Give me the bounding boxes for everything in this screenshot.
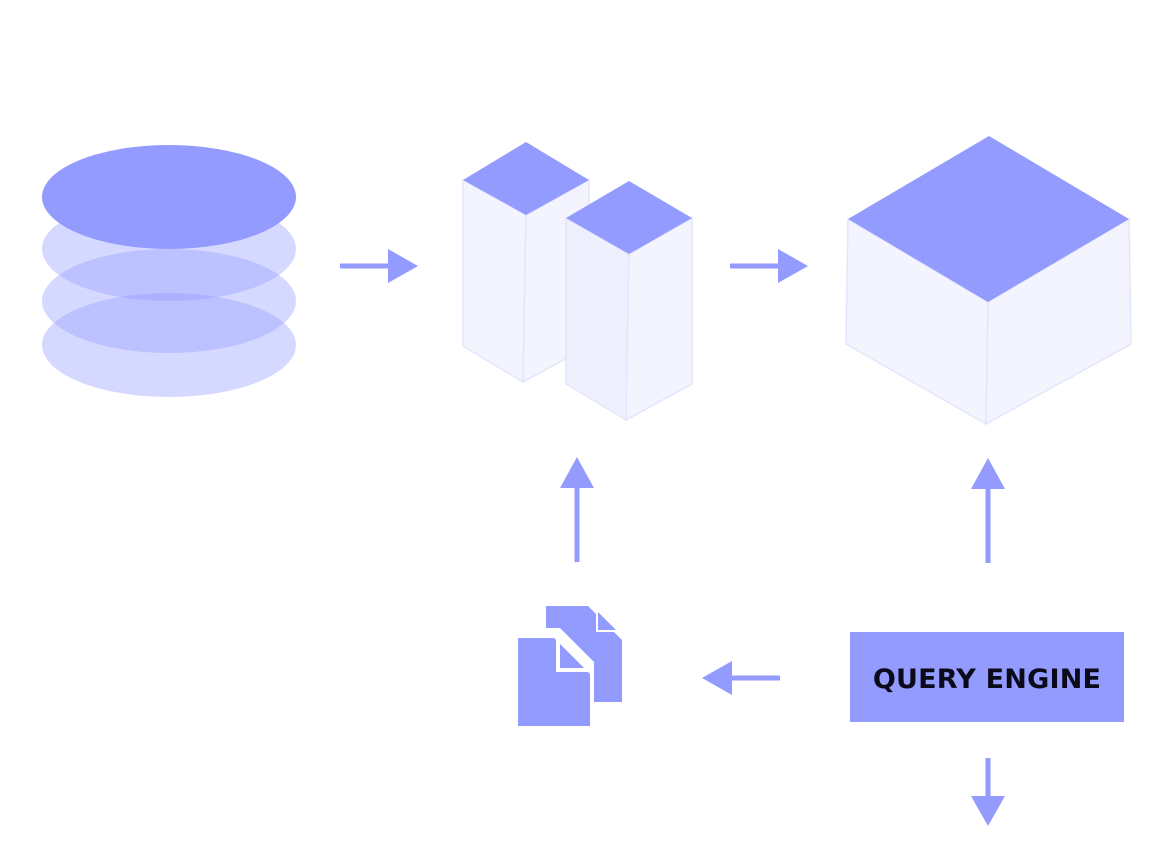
database-stack-icon — [42, 145, 296, 397]
arrow-partitions-to-cube — [730, 249, 808, 283]
query-engine-label: QUERY ENGINE — [873, 664, 1101, 695]
query-engine-box: QUERY ENGINE — [850, 632, 1124, 722]
arrow-documents-to-partitions — [560, 457, 594, 562]
arrow-database-to-partitions — [340, 249, 418, 283]
arrow-query-engine-to-documents — [702, 661, 780, 695]
data-cube-icon — [845, 136, 1132, 426]
arrow-query-engine-output — [971, 758, 1005, 826]
documents-icon — [514, 606, 622, 730]
partition-box-front — [565, 181, 693, 422]
data-partitions-icon — [462, 142, 693, 422]
arrow-query-engine-to-cube — [971, 458, 1005, 563]
